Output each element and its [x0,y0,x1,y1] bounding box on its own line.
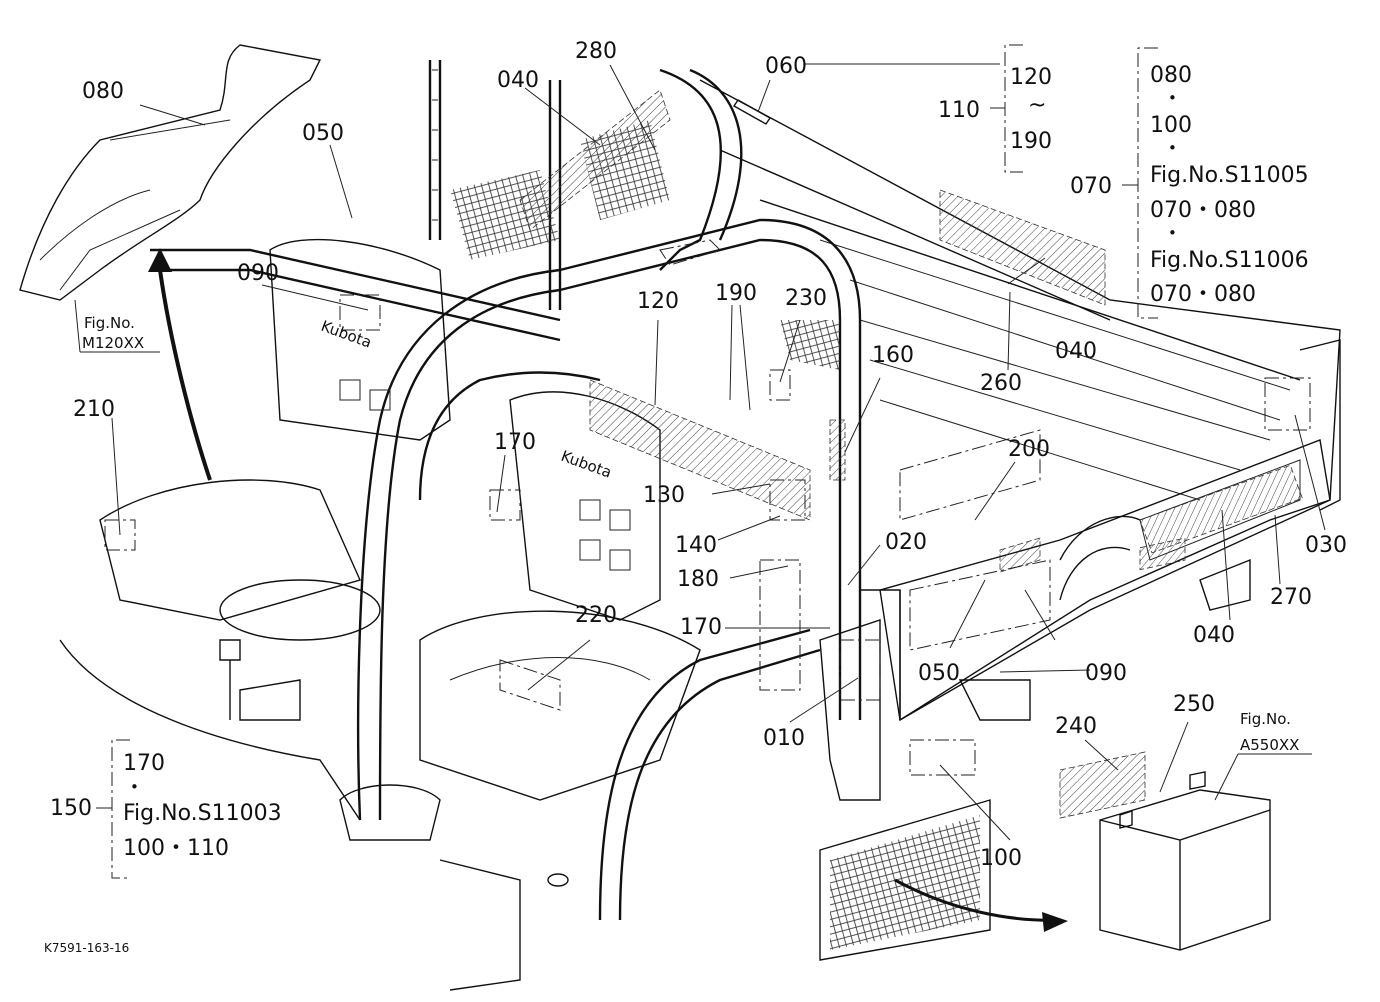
callout-050: 050 [302,121,344,146]
group-110-first: 120 [1010,65,1052,90]
callout-150: 150 [50,796,92,821]
figref-m120-line1: Fig.No. [84,314,135,332]
callout-040-right: 040 [1055,339,1097,364]
group-070-line3: 100 [1150,113,1192,138]
seat-logo-left: Kubota [319,317,374,352]
group-110-last: 190 [1010,129,1052,154]
callout-240: 240 [1055,714,1097,739]
callout-090-lower: 090 [1085,661,1127,686]
callout-labels: 080 050 040 280 060 110 070 090 120 190 … [44,39,1347,955]
group-150-line1: 170 [123,751,165,776]
callout-190: 190 [715,281,757,306]
seats: Kubota Kubota [99,238,701,801]
group-070-line9: 070・080 [1150,282,1256,307]
callout-060: 060 [765,54,807,79]
callout-180: 180 [677,567,719,592]
hood-cover [19,44,322,301]
group-070-line2: • [1168,89,1177,107]
figref-m120-underline [74,299,160,353]
grill [819,799,991,961]
callout-020: 020 [885,530,927,555]
callout-100: 100 [980,846,1022,871]
callout-090: 090 [237,261,279,286]
callout-170: 170 [494,430,536,455]
arrow-head-hood [148,248,172,272]
drawing-code: K7591-163-16 [44,941,129,955]
group-070-line1: 080 [1150,63,1192,88]
callout-220: 220 [575,603,617,628]
leader-lines [111,63,1326,841]
clip-060 [732,99,772,125]
callout-260: 260 [980,371,1022,396]
group-070-line7: • [1168,224,1177,242]
seat-logo-right: Kubota [559,447,614,482]
group-150-line4: 100・110 [123,836,229,861]
group-150-line2: • [130,778,139,796]
arrow-to-battery [894,878,1061,922]
callout-140: 140 [675,533,717,558]
group-070-line8: Fig.No.S11006 [1150,248,1309,273]
bracket-070 [1137,47,1158,319]
callout-280: 280 [575,39,617,64]
figref-a550-line1: Fig.No. [1240,710,1291,728]
rops-frame [150,60,901,921]
callout-050-lower: 050 [918,661,960,686]
callout-080: 080 [82,79,124,104]
group-070-line4: • [1168,139,1177,157]
group-110-sep: ~ [1028,93,1046,118]
callout-070: 070 [1070,174,1112,199]
callout-110: 110 [938,98,980,123]
callout-210: 210 [73,397,115,422]
callout-130: 130 [643,483,685,508]
callout-040: 040 [497,68,539,93]
decal-areas [104,89,1311,819]
figref-a550-underline [1214,753,1312,801]
group-150-line3: Fig.No.S11003 [123,801,282,826]
group-070-line5: Fig.No.S11005 [1150,163,1309,188]
callout-270: 270 [1270,585,1312,610]
callout-200: 200 [1008,437,1050,462]
figref-m120-line2: M120XX [82,334,144,352]
callout-160: 160 [872,343,914,368]
callout-230: 230 [785,286,827,311]
group-070-line6: 070・080 [1150,198,1256,223]
figref-a550-line2: A550XX [1240,736,1299,754]
callout-120: 120 [637,289,679,314]
callout-040-lower: 040 [1193,623,1235,648]
steering-area [59,579,569,991]
callout-170-lower: 170 [680,615,722,640]
callout-250: 250 [1173,692,1215,717]
callout-010: 010 [763,726,805,751]
arrow-head-battery [1042,912,1068,932]
callout-030: 030 [1305,533,1347,558]
bracket-150 [111,739,130,879]
arrow-to-hood [158,269,212,481]
